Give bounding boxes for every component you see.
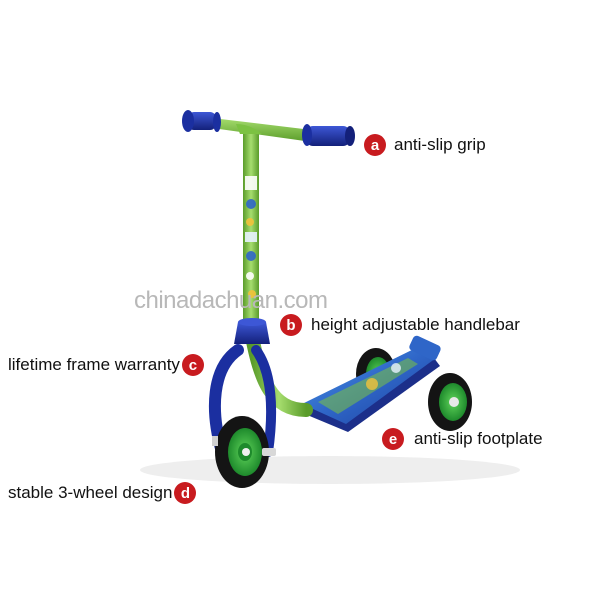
handlebar-bar: [212, 118, 312, 142]
handlebar-joint: [236, 124, 262, 134]
callout-label-e: anti-slip footplate: [414, 429, 543, 448]
callout-stable-3-wheel-design: stable 3-wheel design d: [8, 482, 197, 504]
ground-shadow: [140, 456, 520, 484]
callout-label-c: lifetime frame warranty: [8, 355, 180, 374]
watermark-text: chinadachuan.com: [134, 287, 328, 314]
callout-badge-e: e: [382, 428, 404, 450]
height-clamp: [234, 318, 270, 344]
callout-height-adjustable-handlebar: b height adjustable handlebar: [280, 314, 520, 336]
right-grip: [302, 124, 355, 146]
callout-badge-a: a: [364, 134, 386, 156]
callout-label-a: anti-slip grip: [394, 135, 486, 154]
rear-wheel-front: [428, 373, 472, 431]
frame-tube: [245, 329, 313, 417]
callout-anti-slip-grip: a anti-slip grip: [364, 134, 486, 156]
callout-badge-b: b: [280, 314, 302, 336]
callout-lifetime-frame-warranty: lifetime frame warranty c: [8, 354, 204, 376]
stem-decals: [245, 176, 257, 298]
callout-anti-slip-footplate: e anti-slip footplate: [382, 428, 543, 450]
footplate: [300, 335, 441, 432]
callout-badge-d: d: [174, 482, 197, 504]
front-wheel: [212, 416, 276, 488]
callout-label-d: stable 3-wheel design: [8, 483, 173, 502]
callout-label-b: height adjustable handlebar: [311, 315, 520, 334]
callout-badge-c: c: [181, 354, 204, 376]
left-grip: [182, 110, 221, 132]
